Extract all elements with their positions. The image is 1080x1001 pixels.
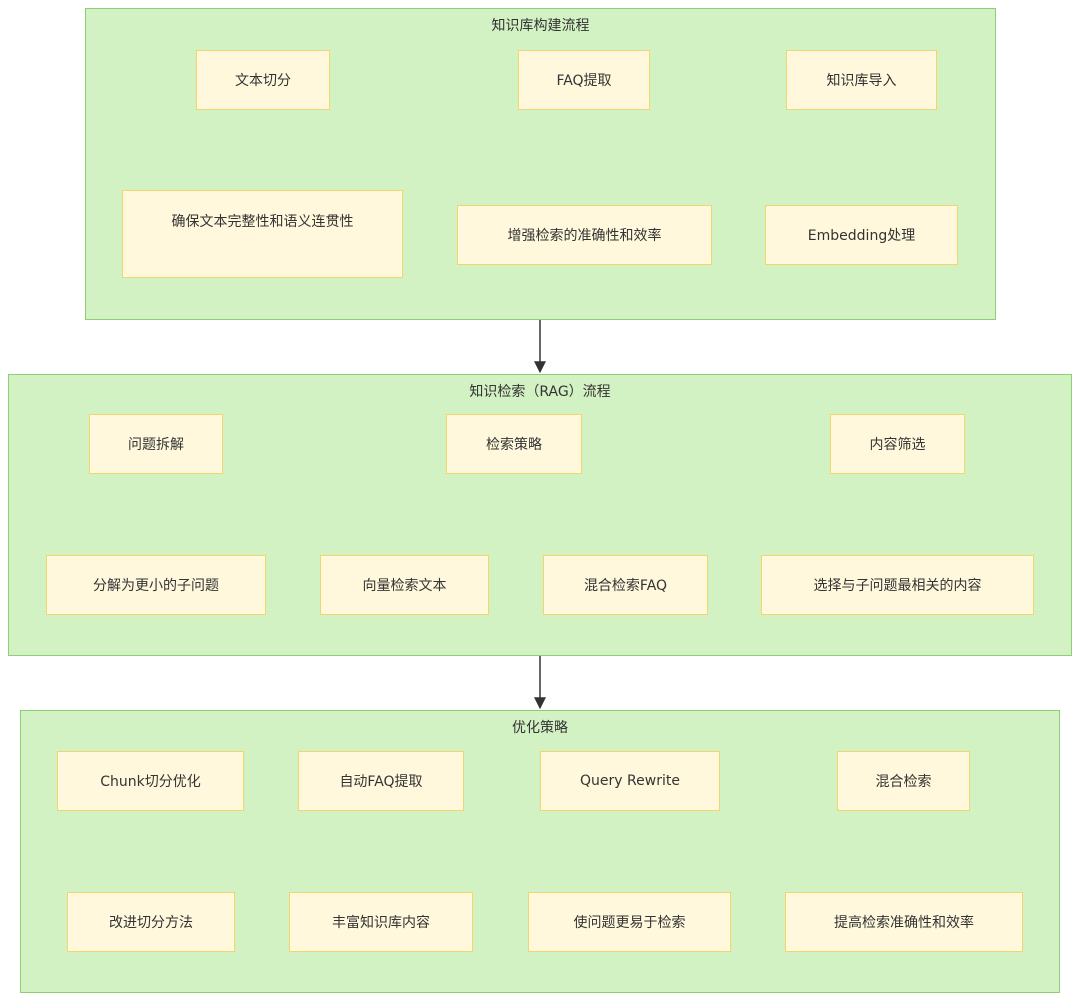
node-boost-accuracy: 提高检索准确性和效率: [785, 892, 1023, 952]
node-question-decompose: 问题拆解: [89, 414, 223, 474]
node-content-filter: 内容筛选: [830, 414, 965, 474]
node-retrieval-strategy: 检索策略: [446, 414, 582, 474]
node-text-split: 文本切分: [196, 50, 330, 110]
node-select-relevant: 选择与子问题最相关的内容: [761, 555, 1034, 615]
node-auto-faq: 自动FAQ提取: [298, 751, 464, 811]
node-retrieval-accuracy: 增强检索的准确性和效率: [457, 205, 712, 265]
group-title-rag: 知识检索（RAG）流程: [469, 384, 611, 400]
node-embedding: Embedding处理: [765, 205, 958, 265]
node-hybrid-faq: 混合检索FAQ: [543, 555, 708, 615]
node-text-integrity: 确保文本完整性和语义连贯性: [122, 190, 403, 278]
group-title-knowledge-build: 知识库构建流程: [491, 18, 590, 34]
node-enrich-kb: 丰富知识库内容: [289, 892, 473, 952]
node-faq-extract: FAQ提取: [518, 50, 650, 110]
group-title-optimize: 优化策略: [512, 720, 568, 736]
node-query-rewrite: Query Rewrite: [540, 751, 720, 811]
node-sub-questions: 分解为更小的子问题: [46, 555, 266, 615]
node-kb-import: 知识库导入: [786, 50, 937, 110]
node-improve-split: 改进切分方法: [67, 892, 235, 952]
node-hybrid-search: 混合检索: [837, 751, 970, 811]
node-chunk-optimize: Chunk切分优化: [57, 751, 244, 811]
node-easier-retrieval: 使问题更易于检索: [528, 892, 731, 952]
node-vector-search: 向量检索文本: [320, 555, 489, 615]
